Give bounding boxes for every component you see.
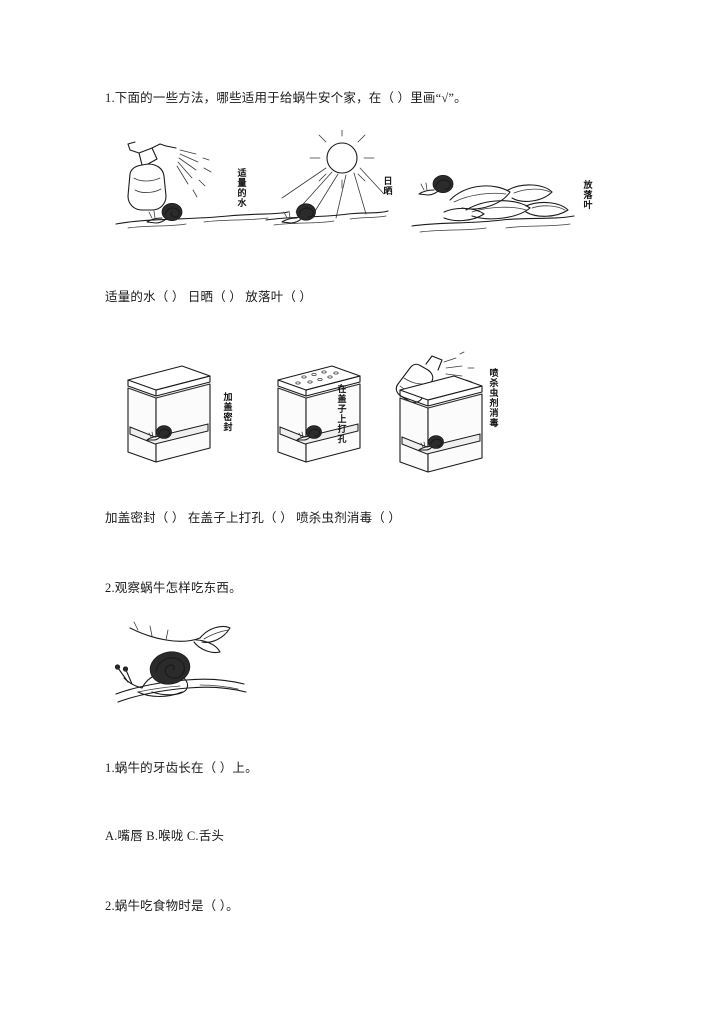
figure-label-water: 适量的水	[236, 168, 247, 208]
figure-sealed-box-snail	[108, 358, 218, 476]
figure-label-sun: 日晒	[382, 176, 393, 196]
figure-sun-snail	[262, 130, 392, 242]
figure-spray-bottle-snail	[108, 132, 293, 242]
figure-label-leaves: 放落叶	[582, 180, 593, 210]
figure-pesticide-spray-box-snail	[370, 348, 510, 476]
question-2-prompt: 2.观察蜗牛怎样吃东西。	[105, 581, 242, 595]
question-2-sub-1: 1.蜗牛的牙齿长在（ ）上。	[105, 761, 258, 775]
question-2-sub-2: 2.蜗牛吃食物时是（ ）。	[105, 899, 239, 913]
question-1-answer-row-2: 加盖密封（ ） 在盖子上打孔（ ） 喷杀虫剂消毒（ ）	[105, 511, 402, 525]
figure-label-holes: 在盖子上打孔	[336, 384, 347, 444]
question-1-answer-row-1: 适量的水（ ） 日晒（ ） 放落叶（ ）	[105, 290, 313, 304]
figure-label-sealed: 加盖密封	[222, 392, 233, 432]
question-1-prompt: 1.下面的一些方法，哪些适用于给蜗牛安个家，在（ ）里画“√”。	[105, 91, 467, 105]
question-2-sub-1-options: A.嘴唇 B.喉咙 C.舌头	[105, 829, 225, 843]
figure-fallen-leaves-snail	[410, 160, 578, 246]
figure-snail-eating-on-branch	[108, 612, 268, 722]
figure-label-pesticide: 喷杀虫剂消毒	[488, 368, 499, 428]
figure-perforated-lid-box-snail	[258, 358, 368, 476]
